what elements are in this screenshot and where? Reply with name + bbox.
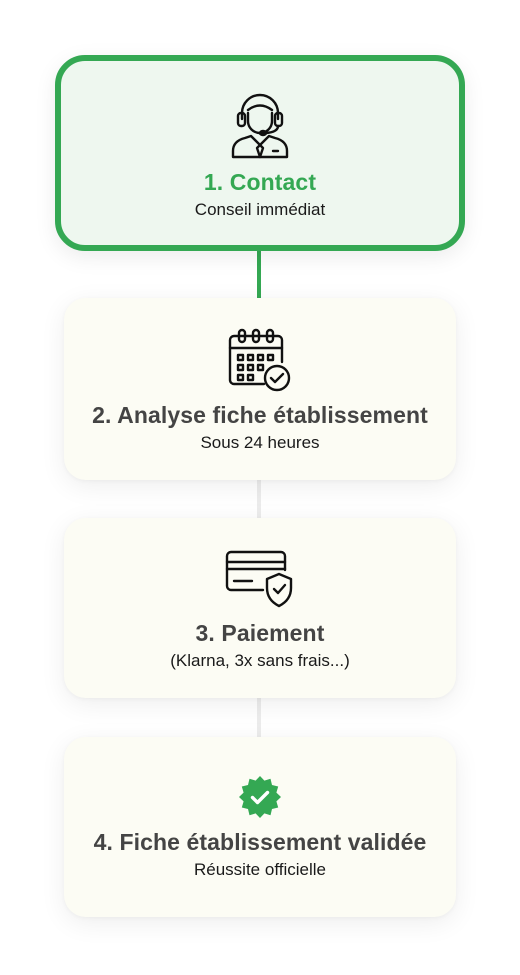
step-title: 2. Analyse fiche établissement — [92, 402, 428, 428]
step-title: 1. Contact — [203, 169, 317, 195]
step-card-paiement[interactable]: 3. Paiement (Klarna, 3x sans frais...) — [64, 518, 456, 698]
step-card-analyse[interactable]: 2. Analyse fiche établissement Sous 24 h… — [64, 298, 456, 480]
calendar-check-icon — [228, 328, 291, 392]
step-subtitle: (Klarna, 3x sans frais...) — [170, 651, 350, 670]
step-card-validee[interactable]: 4. Fiche établissement validée Réussite … — [64, 737, 456, 917]
connector-3-4 — [257, 698, 261, 738]
step-card-contact[interactable]: 1. Contact Conseil immédiat — [55, 55, 465, 251]
step-subtitle: Sous 24 heures — [200, 433, 320, 452]
step-title: 4. Fiche établissement validée — [93, 829, 427, 855]
step-title: 3. Paiement — [195, 620, 325, 646]
step-subtitle: Conseil immédiat — [194, 200, 326, 219]
headset-agent-icon — [231, 93, 289, 159]
card-shield-icon — [225, 550, 293, 608]
step-subtitle: Réussite officielle — [194, 860, 326, 879]
connector-1-2 — [257, 250, 261, 300]
verified-badge-icon — [239, 776, 281, 818]
connector-2-3 — [257, 480, 261, 520]
